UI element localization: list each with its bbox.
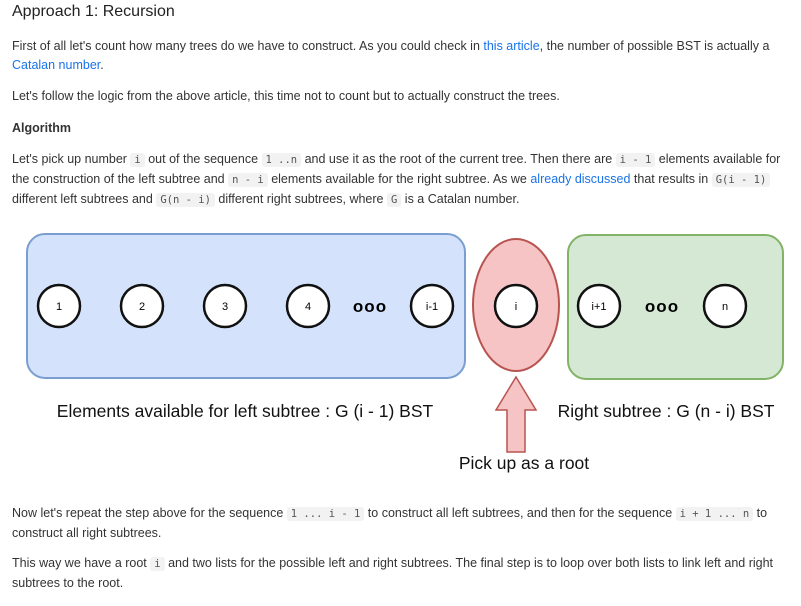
catalan-number-link[interactable]: Catalan number (12, 58, 101, 72)
text: is a Catalan number. (401, 192, 520, 206)
text: to construct all left subtrees, and then… (364, 506, 676, 520)
text: different right subtrees, where (214, 192, 387, 206)
text: different left subtrees and (12, 192, 157, 206)
node-label: i+1 (592, 301, 607, 313)
inline-code: i (150, 557, 165, 571)
text: , the number of possible BST is actually… (539, 39, 770, 53)
right-node-n: n (702, 283, 748, 329)
left-subtree-caption: Elements available for left subtree : G … (57, 401, 434, 421)
node-label: n (722, 301, 728, 313)
text: that results in (630, 172, 712, 186)
inline-code: i + 1 ... n (675, 507, 754, 521)
node-label: 3 (222, 301, 228, 313)
node-label: 4 (305, 301, 311, 313)
left-node-1: 1 (36, 283, 82, 329)
inline-code: 1 ..n (261, 153, 302, 167)
recursion-diagram: 1 2 3 4 ooo i-1 i i+1 ooo n Elements ava… (26, 233, 784, 473)
left-node-2: 2 (119, 283, 165, 329)
ellipsis-right: ooo (645, 297, 679, 316)
text: elements available for the construction … (12, 152, 781, 186)
final-paragraph: This way we have a root i and two lists … (12, 554, 792, 593)
already-discussed-link[interactable]: already discussed (530, 172, 631, 186)
section-heading: Approach 1: Recursion (12, 3, 175, 20)
repeat-paragraph: Now let's repeat the step above for the … (12, 504, 792, 543)
text: Let's pick up number (12, 152, 131, 166)
text: elements available for the right subtree… (267, 172, 531, 186)
ellipsis-left: ooo (353, 297, 387, 316)
up-arrow (494, 375, 538, 453)
node-label: i (515, 301, 517, 313)
text: This way we have a root (12, 556, 151, 570)
node-label: 2 (139, 301, 145, 313)
right-subtree-box (567, 234, 784, 380)
text: Now let's repeat the step above for the … (12, 506, 287, 520)
left-node-3: 3 (202, 283, 248, 329)
logic-paragraph: Let's follow the logic from the above ar… (12, 89, 560, 103)
inline-code: 1 ... i - 1 (286, 507, 365, 521)
left-node-4: 4 (285, 283, 331, 329)
root-caption: Pick up as a root (459, 453, 589, 473)
inline-code: n - i (228, 173, 268, 187)
intro-paragraph: First of all let's count how many trees … (12, 37, 792, 75)
left-node-i-minus-1: i-1 (409, 283, 455, 329)
root-node: i (493, 283, 539, 329)
node-label: i-1 (426, 301, 438, 313)
text: . (100, 58, 104, 72)
text: First of all let's count how many trees … (12, 39, 484, 53)
algorithm-paragraph: Let's pick up number i out of the sequen… (12, 150, 792, 210)
inline-code: i (130, 153, 145, 167)
algorithm-heading: Algorithm (12, 121, 72, 135)
inline-code: i - 1 (615, 153, 656, 167)
right-node-i-plus-1: i+1 (576, 283, 622, 329)
inline-code: G(i - 1) (711, 173, 771, 187)
text: out of the sequence (144, 152, 262, 166)
right-subtree-caption: Right subtree : G (n - i) BST (558, 401, 775, 421)
node-label: 1 (56, 301, 62, 313)
text: and use it as the root of the current tr… (301, 152, 616, 166)
inline-code: G(n - i) (156, 193, 215, 207)
inline-code: G (386, 193, 402, 207)
text: to construct all right subtrees. (12, 506, 768, 540)
text: and two lists for the possible left and … (12, 556, 774, 590)
this-article-link[interactable]: this article (483, 39, 540, 53)
